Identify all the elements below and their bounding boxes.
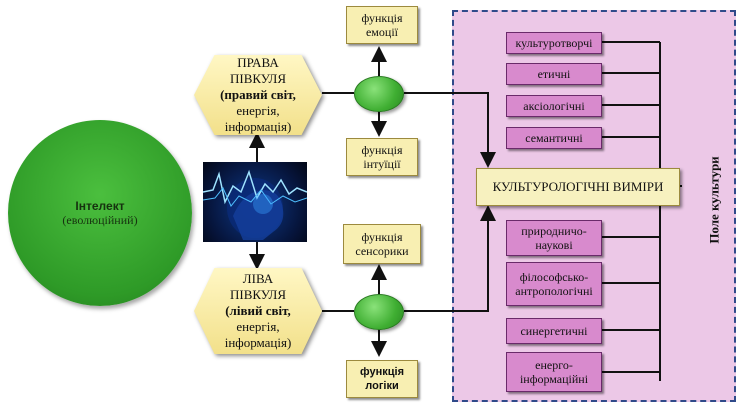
dimension-synergetic: синергетичні — [506, 318, 602, 344]
dimension-semantic: семантичні — [506, 127, 602, 149]
dimension-label: етичні — [537, 67, 571, 81]
left-hemisphere-line4: енергія, — [236, 319, 280, 334]
left-hemisphere-line2: ПІВКУЛЯ — [229, 287, 287, 302]
dimension-label: культуротворчі — [515, 36, 593, 50]
function-emotions: функція емоції — [346, 6, 418, 44]
right-hemisphere-line3: (правий світ, — [220, 87, 296, 102]
dimension-natural-science: природничо- наукові — [506, 220, 602, 256]
function-sensory-line2: сенсорики — [355, 244, 409, 258]
dimension-label: аксіологічні — [523, 99, 585, 113]
left-hemisphere-line5: інформація) — [224, 335, 292, 350]
intellect-title: Інтелект — [75, 198, 125, 213]
right-hemisphere-line1: ПРАВА — [237, 55, 279, 70]
dimension-label: синергетичні — [520, 324, 588, 338]
central-label: КУЛЬТУРОЛОГІЧНІ ВИМІРИ — [492, 179, 664, 194]
right-hemisphere-line4: енергія, — [236, 103, 280, 118]
left-hemisphere-line1: ЛІВА — [242, 271, 274, 286]
function-sensory-line1: функція — [361, 230, 403, 244]
right-hemisphere-line5: інформація) — [224, 119, 292, 134]
function-emotions-line1: функція — [361, 11, 403, 25]
dimension-label-line1: природничо- — [521, 224, 587, 238]
function-intuition: функція інтуїції — [346, 138, 418, 176]
left-node — [354, 294, 404, 330]
intellect-circle: Інтелект (еволюційний) — [8, 120, 192, 306]
dimension-label-line2: інформаційні — [519, 372, 589, 386]
dimension-label-line1: філософсько- — [519, 270, 589, 284]
right-hemisphere-line2: ПІВКУЛЯ — [229, 71, 287, 86]
dimension-cultural-creative: культуротворчі — [506, 32, 602, 54]
dimension-energy-informational: енерго- інформаційні — [506, 352, 602, 392]
dimension-label: семантичні — [525, 131, 583, 145]
dimension-label-line1: енерго- — [535, 358, 573, 372]
left-hemisphere-line3: (лівий світ, — [225, 303, 291, 318]
dimension-ethical: етичні — [506, 63, 602, 85]
function-logic-line1: функція — [360, 366, 404, 378]
function-logic-line2: логіки — [365, 380, 399, 392]
dimension-label-line2: антропологічні — [515, 284, 593, 298]
function-intuition-line2: інтуїції — [363, 157, 401, 171]
right-node — [354, 76, 404, 112]
function-logic: функція логіки — [346, 360, 418, 398]
dimension-label-line2: наукові — [535, 238, 573, 252]
dimension-philosophical-anthropological: філософсько- антропологічні — [506, 262, 602, 306]
culture-field-label: Поле культури — [695, 140, 735, 260]
left-hemisphere: ЛІВА ПІВКУЛЯ (лівий світ, енергія, інфор… — [194, 268, 322, 354]
brain-image — [203, 162, 307, 242]
cultural-dimensions-central: КУЛЬТУРОЛОГІЧНІ ВИМІРИ — [476, 168, 680, 206]
function-sensory: функція сенсорики — [343, 224, 421, 264]
right-hemisphere: ПРАВА ПІВКУЛЯ (правий світ, енергія, інф… — [194, 55, 322, 135]
intellect-subtitle: (еволюційний) — [62, 212, 138, 227]
dimension-axiological: аксіологічні — [506, 95, 602, 117]
function-emotions-line2: емоції — [365, 25, 398, 39]
culture-field-label-text: Поле культури — [707, 156, 722, 244]
function-intuition-line1: функція — [361, 143, 403, 157]
